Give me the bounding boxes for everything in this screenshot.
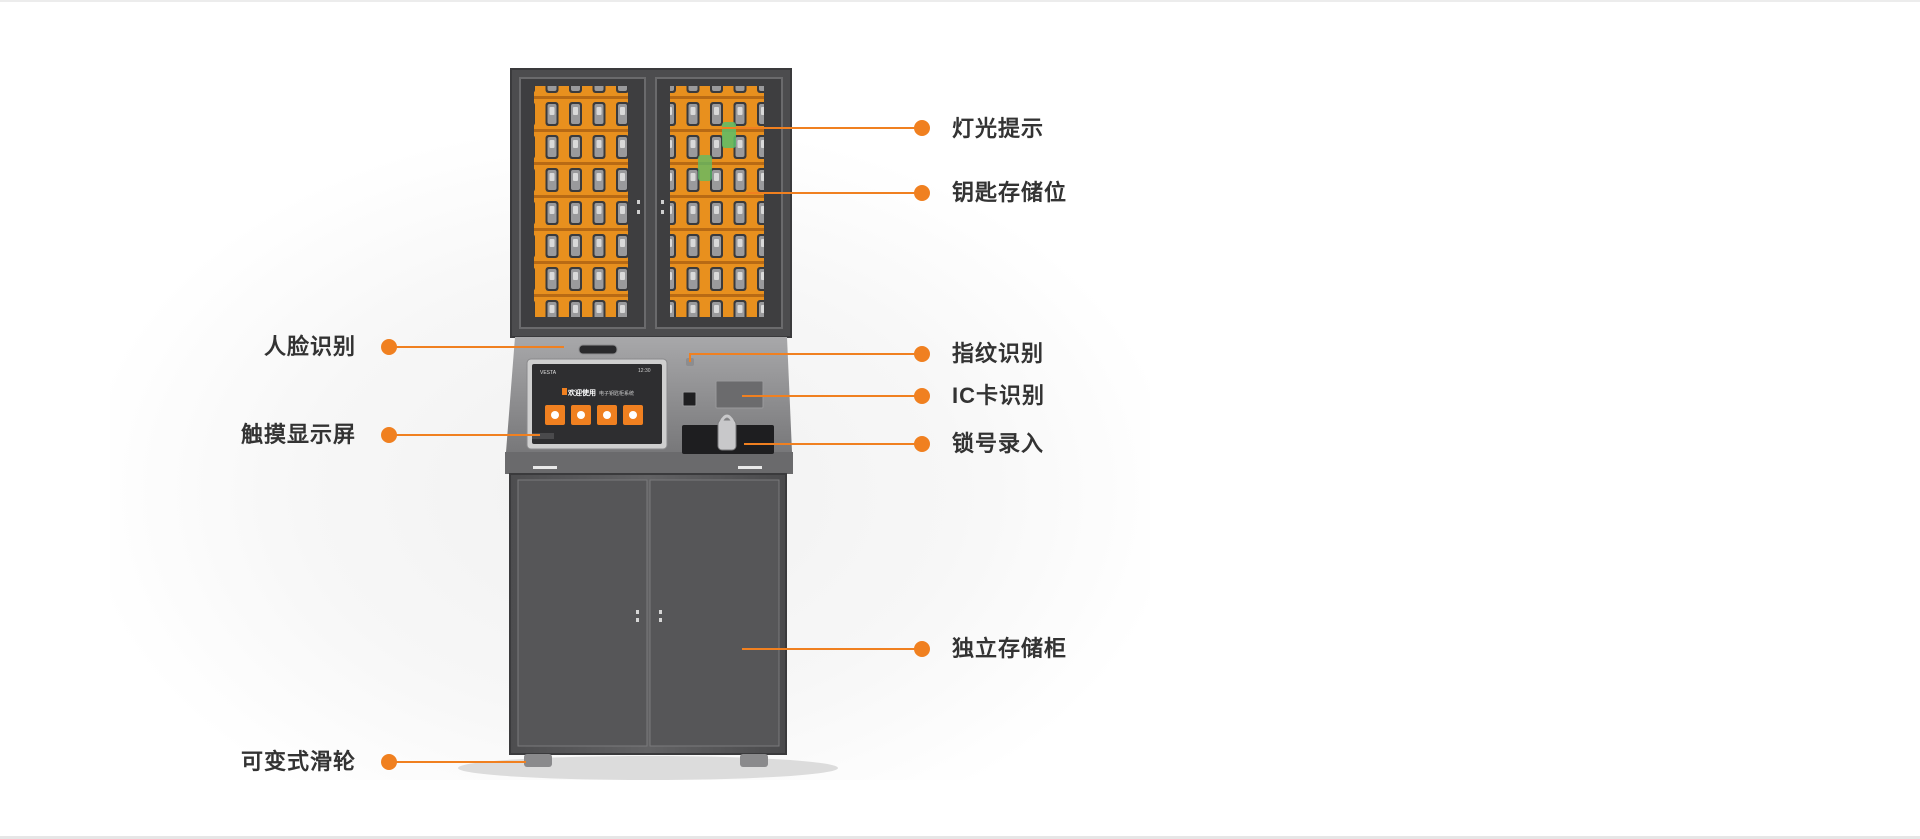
ic-card-reader xyxy=(715,380,764,409)
screen-logo: VESTA xyxy=(540,370,557,376)
indicator-light-slot-2 xyxy=(698,155,712,181)
counter-edge xyxy=(505,452,793,474)
padlock-icon xyxy=(717,419,737,451)
drawer-handle xyxy=(533,466,557,469)
lower-right-door xyxy=(649,479,780,747)
callout-touch-screen: 触摸显示屏 xyxy=(240,422,356,447)
door-handle xyxy=(637,210,640,214)
screen-subtitle: 电子钥匙柜系统 xyxy=(599,390,634,397)
callout-lock-entry: 锁号录入 xyxy=(952,431,1045,456)
caster-wheel xyxy=(740,754,768,767)
callout-storage-cabinet: 独立存储柜 xyxy=(952,636,1068,661)
screen-clock: 12:30 xyxy=(638,368,651,374)
callout-face-recognition: 人脸识别 xyxy=(263,334,356,359)
right-key-storage-grid xyxy=(670,86,764,317)
callout-casters: 可变式滑轮 xyxy=(240,749,356,774)
fingerprint-reader xyxy=(682,391,697,407)
callout-light-indicator: 灯光提示 xyxy=(952,116,1045,141)
leader-dot xyxy=(914,120,930,136)
leader-dot xyxy=(914,641,930,657)
screen-app-title: 欢迎使用 xyxy=(567,388,596,397)
callout-leaders-left xyxy=(381,339,564,770)
face-camera xyxy=(578,344,618,355)
leader-line xyxy=(689,353,922,362)
door-handle xyxy=(659,618,662,622)
callout-ic-card: IC卡识别 xyxy=(952,383,1046,408)
touch-screen-display xyxy=(532,364,662,444)
indicator-light-slot xyxy=(722,122,736,148)
leader-dot xyxy=(914,185,930,201)
callout-fingerprint: 指纹识别 xyxy=(952,341,1045,366)
drawer-handle xyxy=(738,466,762,469)
caster-wheel xyxy=(524,754,552,767)
bottom-divider xyxy=(0,836,1920,839)
lower-left-door xyxy=(517,479,648,747)
callout-leaders-right xyxy=(689,120,930,657)
leader-dot xyxy=(914,388,930,404)
door-handle xyxy=(661,210,664,214)
door-handle xyxy=(636,618,639,622)
door-handle xyxy=(661,200,664,204)
screen-footer-grille xyxy=(532,433,554,439)
leader-dot xyxy=(914,436,930,452)
door-handle xyxy=(659,610,662,614)
door-handle xyxy=(636,610,639,614)
padlock-shackle xyxy=(719,414,735,423)
screen-brand-mark xyxy=(562,388,567,395)
callout-key-storage: 钥匙存储位 xyxy=(952,180,1068,205)
left-key-storage-grid xyxy=(534,86,628,317)
top-divider xyxy=(0,0,1920,2)
cabinet-shadow xyxy=(458,756,838,780)
leader-dot xyxy=(914,346,930,362)
door-handle xyxy=(637,200,640,204)
screen-menu xyxy=(545,405,643,425)
